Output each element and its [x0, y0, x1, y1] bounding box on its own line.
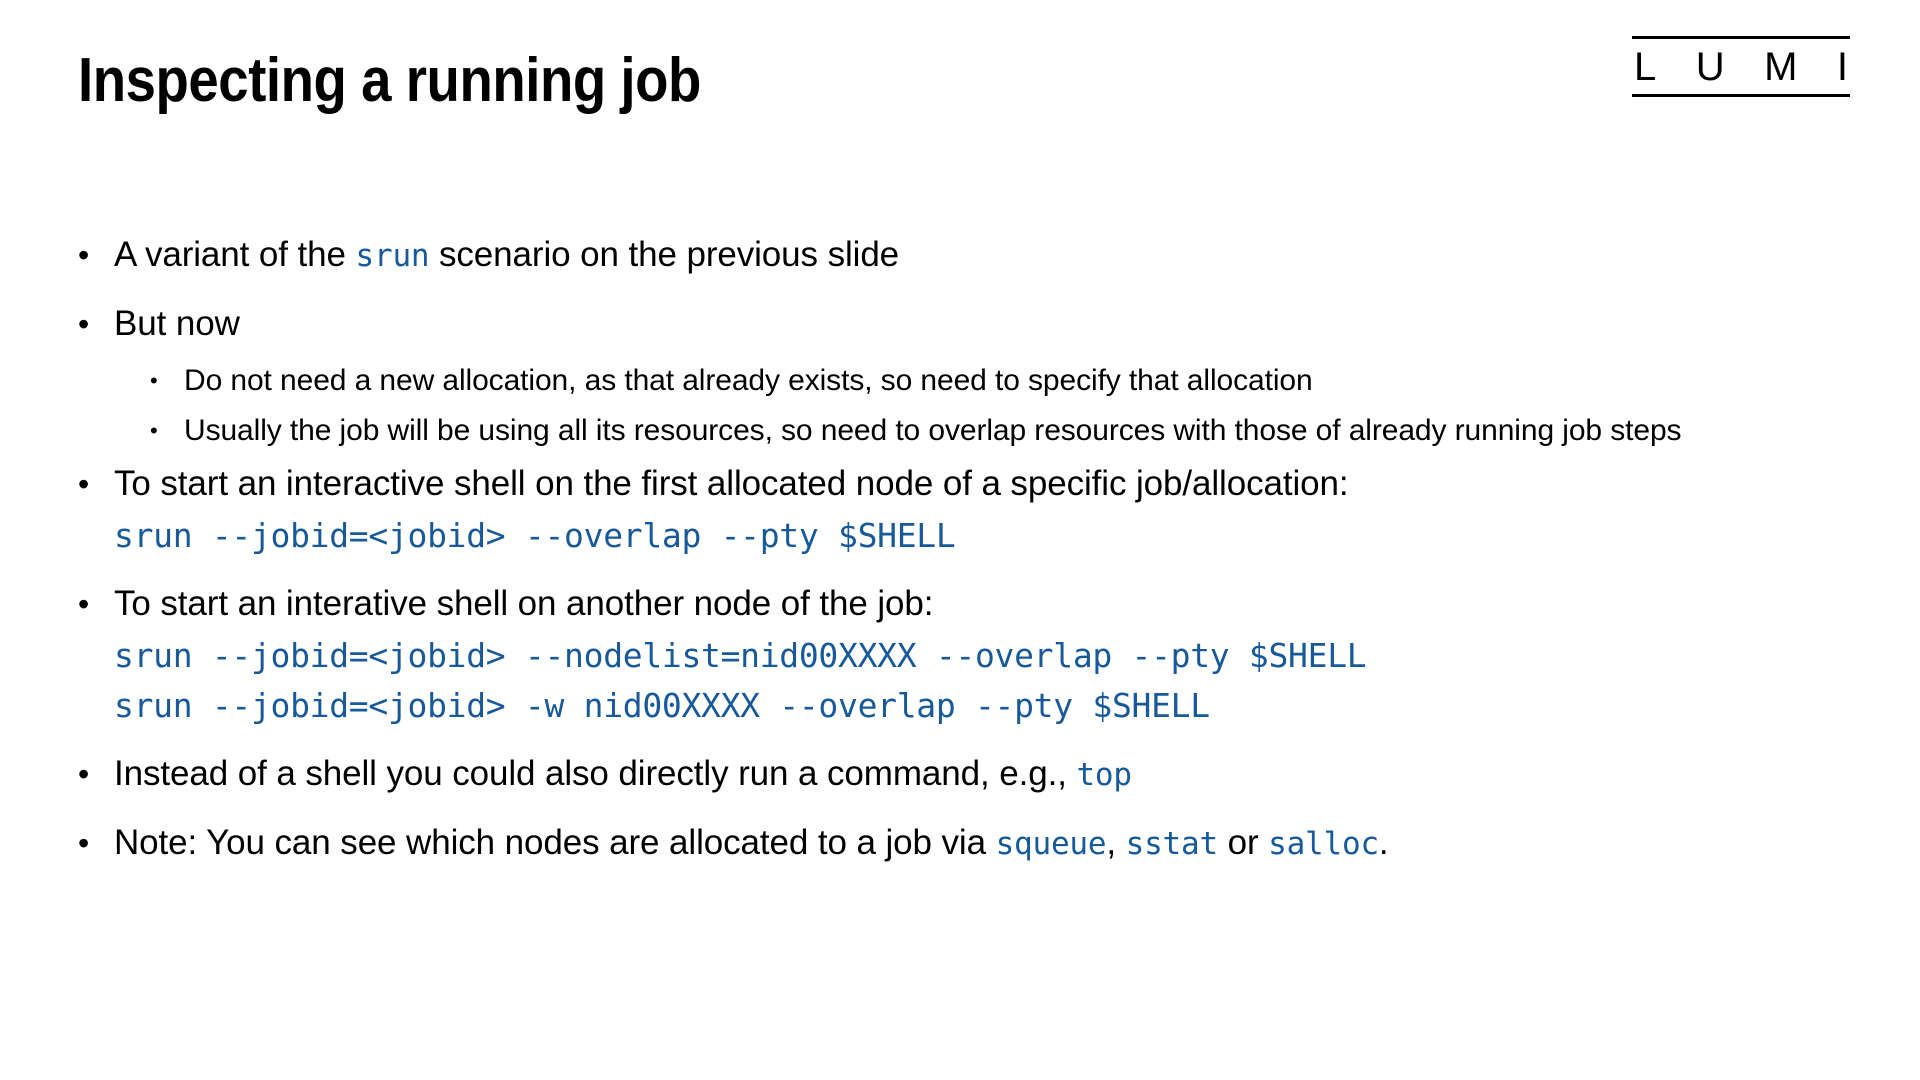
bullet-text-3: To start an interactive shell on the fir…: [114, 459, 1868, 561]
bullet-3-label: To start an interactive shell on the fir…: [114, 464, 1349, 503]
bullet-5-pre: Instead of a shell you could also direct…: [114, 754, 1077, 793]
bullet-marker: •: [78, 306, 90, 342]
bullet-1-post: scenario on the previous slide: [429, 235, 900, 274]
sub-bullet-list: • Do not need a new allocation, as that …: [150, 359, 1868, 453]
page-title: Inspecting a running job: [78, 46, 701, 115]
bullet-marker: •: [78, 825, 90, 861]
sub-bullet-marker: •: [150, 368, 158, 393]
bullet-6-pre: Note: You can see which nodes are alloca…: [114, 823, 996, 862]
bullet-marker: •: [78, 756, 90, 792]
sub-bullet-marker: •: [150, 418, 158, 443]
bullet-text-4: To start an interative shell on another …: [114, 579, 1868, 731]
bullet-6-mid-1: ,: [1106, 823, 1126, 862]
bullet-marker: •: [78, 466, 90, 502]
inline-code-srun: srun: [355, 238, 430, 274]
inline-code-sstat: sstat: [1125, 826, 1219, 862]
lumi-logo: L U M I: [1632, 36, 1850, 97]
bullet-item-4: • To start an interative shell on anothe…: [78, 579, 1868, 731]
logo-letter-l: L: [1634, 45, 1657, 89]
inline-code-salloc: salloc: [1268, 826, 1379, 862]
inline-code-top: top: [1076, 757, 1132, 793]
logo-rule-bottom: [1632, 94, 1850, 97]
bullet-item-5: • Instead of a shell you could also dire…: [78, 749, 1868, 800]
logo-letter-u: U: [1695, 45, 1725, 89]
inline-code-squeue: squeue: [995, 826, 1107, 862]
bullet-text-5: Instead of a shell you could also direct…: [114, 749, 1868, 800]
bullet-text-6: Note: You can see which nodes are alloca…: [114, 818, 1868, 869]
sub-bullet-item-1: • Do not need a new allocation, as that …: [150, 359, 1868, 403]
bullet-item-6: • Note: You can see which nodes are allo…: [78, 818, 1868, 869]
sub-bullet-text-2: Usually the job will be using all its re…: [184, 414, 1682, 447]
slide-body: • A variant of the srun scenario on the …: [78, 230, 1868, 887]
logo-letter-m: M: [1764, 45, 1798, 89]
bullet-text-2: But now: [114, 304, 240, 343]
bullet-item-2: • But now: [78, 299, 1868, 349]
bullet-item-1: • A variant of the srun scenario on the …: [78, 230, 1868, 281]
logo-rule-top: [1632, 36, 1850, 39]
bullet-item-3: • To start an interactive shell on the f…: [78, 459, 1868, 561]
bullet-1-pre: A variant of the: [114, 235, 356, 274]
sub-bullet-text-1: Do not need a new allocation, as that al…: [184, 364, 1313, 397]
bullet-6-post: .: [1378, 823, 1389, 862]
bullet-marker: •: [78, 237, 90, 273]
logo-letter-i: I: [1836, 45, 1848, 89]
code-line-srun-overlap: srun --jobid=<jobid> --overlap --pty $SH…: [114, 516, 956, 555]
bullet-marker: •: [78, 586, 90, 622]
sub-bullet-item-2: • Usually the job will be using all its …: [150, 409, 1868, 453]
logo-letters: L U M I: [1632, 45, 1850, 89]
bullet-4-label: To start an interative shell on another …: [114, 584, 934, 623]
code-line-srun-nodelist: srun --jobid=<jobid> --nodelist=nid00XXX…: [114, 636, 1367, 675]
bullet-text-1: A variant of the srun scenario on the pr…: [114, 230, 1868, 281]
code-line-srun-w: srun --jobid=<jobid> -w nid00XXXX --over…: [114, 686, 1210, 725]
bullet-6-mid-2: or: [1217, 823, 1269, 862]
